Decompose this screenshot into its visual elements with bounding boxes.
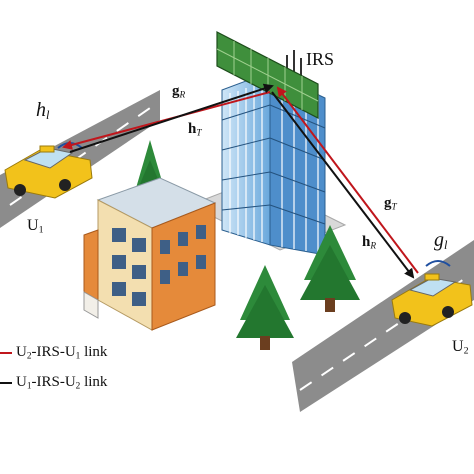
g-R-label: gR	[172, 83, 186, 101]
legend-item-red: U2-IRS-U1 link	[0, 343, 107, 363]
u1-label: U1	[27, 217, 44, 236]
u2-label: U2	[452, 338, 469, 357]
legend-item-black: U1-IRS-U2 link	[0, 373, 107, 393]
link-h-R	[271, 91, 415, 279]
legend-swatch-black	[0, 382, 12, 384]
link-h-T	[69, 83, 274, 153]
car-icon	[391, 260, 473, 327]
house-icon	[83, 177, 217, 331]
g-T-label: gT	[384, 195, 397, 213]
h-T-label: hT	[188, 121, 202, 139]
irs-label: IRS	[306, 49, 335, 69]
legend-label-red: U2-IRS-U1 link	[16, 344, 108, 362]
g-l-label: gl	[434, 229, 448, 253]
link-g-T	[276, 86, 419, 274]
h-l-label: hl	[36, 99, 50, 123]
h-R-label: hR	[362, 234, 377, 252]
tree-icon	[236, 225, 360, 350]
car-icon	[4, 142, 93, 199]
legend-label-black: U1-IRS-U2 link	[16, 374, 108, 392]
legend-swatch-red	[0, 352, 12, 354]
building-icon	[221, 50, 326, 256]
